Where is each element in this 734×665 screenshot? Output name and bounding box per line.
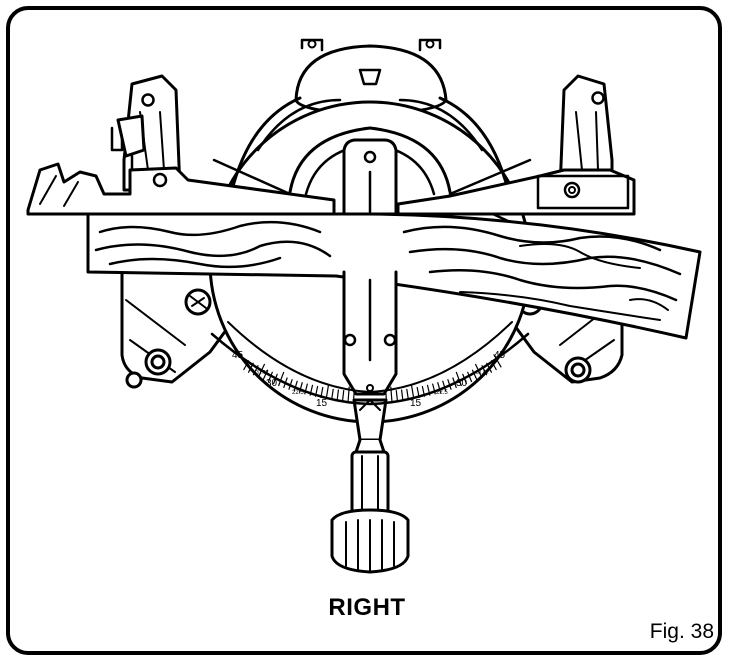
scale-tick (325, 383, 330, 399)
scale-tick (314, 385, 319, 397)
scale-tick (248, 362, 254, 373)
scale-tick (288, 379, 293, 390)
fence-left (26, 114, 336, 216)
scale-tick (493, 354, 502, 368)
scale-tick (283, 377, 288, 388)
scale-mark-left-31-62: 31.62 (256, 370, 269, 376)
scale-tick (475, 363, 483, 378)
scale-tick (336, 389, 339, 401)
fence-right (396, 168, 636, 216)
scale-tick (252, 365, 259, 376)
scale-tick (486, 362, 492, 373)
scale-tick (309, 384, 314, 396)
scale-tick (462, 373, 467, 385)
scale-tick (298, 382, 303, 393)
scale-tick (273, 373, 278, 385)
scale-tick (320, 386, 324, 398)
scale-tick (421, 385, 426, 397)
scale-mark-left-22-5: 22.5 (292, 390, 304, 396)
scale-mark-left-45: 45 (232, 350, 244, 361)
center-arm (330, 138, 410, 574)
direction-label: RIGHT (328, 594, 406, 621)
scale-mark-right-30: 30 (456, 378, 468, 389)
scale-mark-right-45: 45 (494, 350, 506, 361)
scale-tick (406, 388, 409, 400)
scale-tick (401, 389, 404, 401)
scale-tick (293, 380, 298, 392)
upper-guard (294, 38, 448, 116)
scale-tick (385, 390, 388, 403)
scale-tick (390, 386, 393, 402)
scale-tick (395, 390, 398, 402)
miter-scale: 45 31.62 30 22.5 15 15 22.5 30 31.62 45 (210, 321, 530, 409)
scale-tick (442, 380, 447, 392)
scale-tick (304, 383, 308, 395)
scale-tick (410, 383, 415, 399)
scale-tick (331, 388, 334, 400)
scale-tick (347, 386, 350, 402)
scale-tick (481, 365, 488, 376)
scale-mark-left-15: 15 (316, 398, 328, 409)
scale-tick (257, 363, 265, 378)
scale-tick (455, 371, 462, 387)
scale-tick (267, 371, 273, 383)
scale-tick (471, 369, 478, 380)
scale-tick (467, 371, 473, 383)
scale-tick (452, 377, 457, 388)
scale-tick (243, 360, 250, 371)
scale-tick (352, 390, 355, 403)
scale-tick (426, 384, 431, 396)
scale-tick (447, 379, 452, 390)
scale-tick (262, 369, 269, 380)
scale-mark-left-30: 30 (266, 378, 278, 389)
scale-tick (278, 371, 285, 387)
scale-tick (490, 360, 497, 371)
figure-number: Fig. 38 (649, 620, 714, 643)
scale-tick (416, 386, 420, 398)
base-left (120, 260, 238, 389)
scale-mark-right-22-5: 22.5 (436, 390, 448, 396)
scale-mark-right-31-62: 31.62 (476, 370, 489, 376)
scale-mark-right-15: 15 (410, 398, 422, 409)
scale-tick (437, 382, 442, 393)
scale-tick (342, 390, 345, 402)
scale-tick (432, 383, 436, 395)
